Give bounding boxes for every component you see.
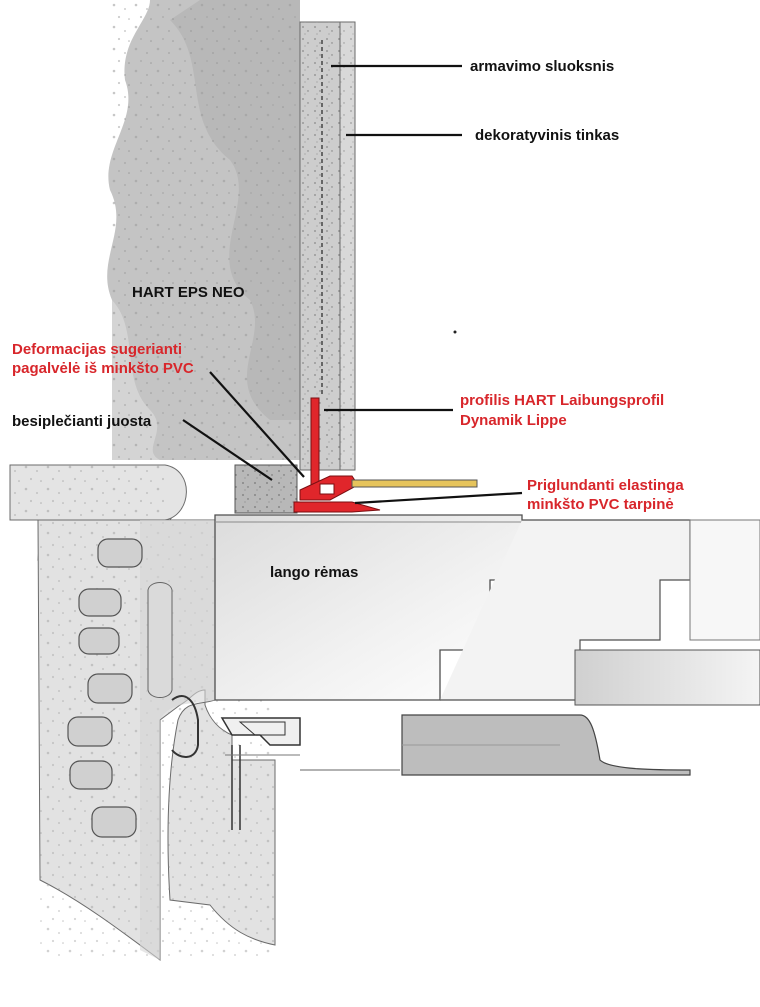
insulation-eps (107, 0, 300, 460)
label-profilis-line1: profilis HART Laibungsprofil (460, 392, 665, 409)
leader-lines (182, 64, 523, 505)
window-frame (214, 514, 760, 830)
label-besiplecianti-juosta: besiplečianti juosta (12, 413, 152, 430)
label-armavimo-sluoksnis: armavimo sluoksnis (470, 58, 615, 75)
label-deformacijas-line2: pagalvėlė iš minkšto PVC (12, 360, 194, 377)
expansion-band (234, 464, 298, 514)
label-priglundanti-line1: Priglundanti elastinga (527, 477, 684, 494)
label-hart-eps-neo: HART EPS NEO (132, 284, 245, 301)
plaster-layers (299, 21, 356, 471)
label-deformacijas-line1: Deformacijas sugerianti (12, 341, 183, 358)
label-dekoratyvinis-tinkas: dekoratyvinis tinkas (475, 127, 620, 144)
label-profilis-line2: Dynamik Lippe (460, 412, 567, 429)
red-profile (293, 397, 478, 513)
label-lango-remas: lango rėmas (270, 564, 359, 581)
label-priglundanti-line2: minkšto PVC tarpinė (527, 496, 674, 513)
stray-dot (453, 330, 457, 334)
